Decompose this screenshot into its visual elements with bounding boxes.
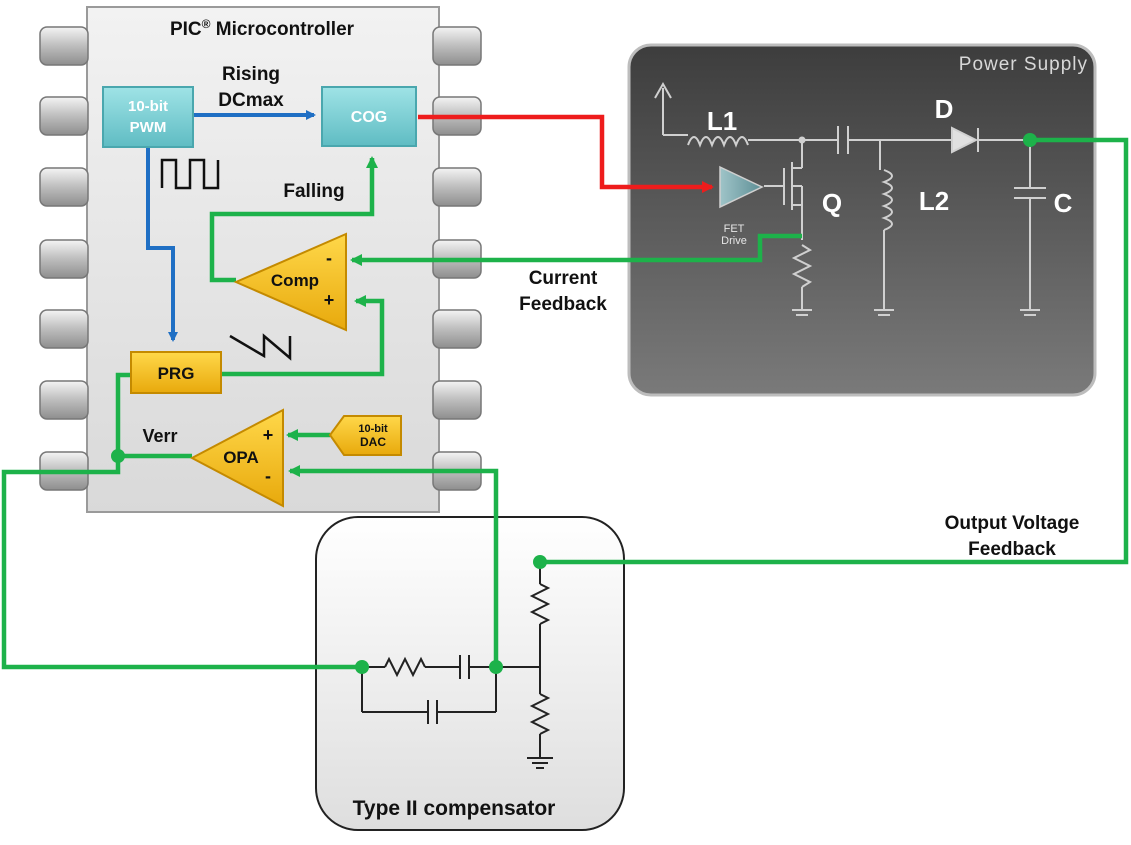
opa-minus-wire [288,465,499,667]
pin [432,309,482,349]
opa-plus-label: + [263,425,274,445]
compensator-circuit [361,562,553,769]
rising-label-1: Rising [222,64,280,85]
l1-label: L1 [707,106,737,136]
diode-label: D [935,94,954,124]
l2-inductor-icon [881,169,893,231]
fet-drive-label-2: Drive [721,235,747,247]
cog-label: COG [351,109,387,126]
junction-dot [533,555,547,569]
pwm-to-prg-wire [146,148,178,342]
left-pins [39,26,89,491]
dac-label-2: DAC [360,435,386,449]
verr-to-prg-wire [115,372,131,456]
pin [39,309,89,349]
l1-inductor-icon [687,136,749,148]
current-feedback-label-2: Feedback [519,294,607,315]
comp-minus-label: - [326,248,332,268]
pin [39,239,89,279]
power-supply-title: Power Supply [959,54,1088,75]
falling-label: Falling [283,181,344,202]
falling-wire [209,156,378,283]
fet-drive-label-1: FET [724,223,745,235]
prg-to-comp-wire [222,295,385,377]
power-supply-circuit [654,81,1046,316]
pin [39,167,89,207]
prg-label: PRG [158,364,195,383]
current-feedback-wire [350,233,802,266]
pin [432,167,482,207]
mosfet-label: Q [822,188,842,218]
comparator-block: Comp - + [233,232,347,332]
mcu-title: PIC® Microcontroller [170,17,355,40]
compensator-title: Type II compensator [353,797,556,820]
opa-label: OPA [223,448,259,467]
capacitor-label: C [1054,188,1073,218]
current-feedback-label-1: Current [529,268,598,289]
opa-minus-label: - [265,466,271,486]
pin [432,26,482,66]
rising-label-2: DCmax [218,90,284,111]
sawtooth-waveform-icon [229,333,292,361]
sense-resistor-icon [791,244,813,288]
dac-label-1: 10-bit [358,423,388,435]
output-feedback-label-2: Feedback [968,539,1056,560]
green-wires [1,137,1129,670]
pwm-label-2: PWM [130,119,167,136]
opa-block: OPA + - [189,408,284,508]
cog-output-wire [418,114,714,193]
junction-dot [1023,133,1037,147]
comp-label: Comp [271,271,319,290]
comp-resistor-icon [384,656,426,678]
divider-resistor-top-icon [529,583,551,625]
comp-plus-label: + [324,290,335,310]
vin-arrow-icon [654,81,672,99]
pwm-label-1: 10-bit [128,98,168,115]
l2-label: L2 [919,186,949,216]
pin [432,380,482,420]
right-pins [432,26,482,491]
output-voltage-feedback-wire [540,137,1129,565]
dac-block: 10-bit DAC [328,415,402,456]
pin [39,26,89,66]
junction-dot [355,660,369,674]
prg-block: PRG [130,351,222,394]
divider-resistor-bottom-icon [529,693,551,735]
cog-block: COG [321,86,417,147]
verr-label: Verr [142,426,177,446]
pin [39,380,89,420]
pwm-block: 10-bit PWM [102,86,194,148]
junction-dot [489,660,503,674]
pwm-waveform-icon [160,158,220,190]
fet-drive-buffer-icon [719,165,764,209]
verr-to-compensator-wire [1,456,362,670]
pin [39,96,89,136]
diode-icon [951,126,979,154]
power-supply-box: Power Supply [627,43,1097,397]
junction-dot [798,136,806,144]
output-feedback-label-1: Output Voltage [945,513,1080,534]
junction-dot [111,449,125,463]
